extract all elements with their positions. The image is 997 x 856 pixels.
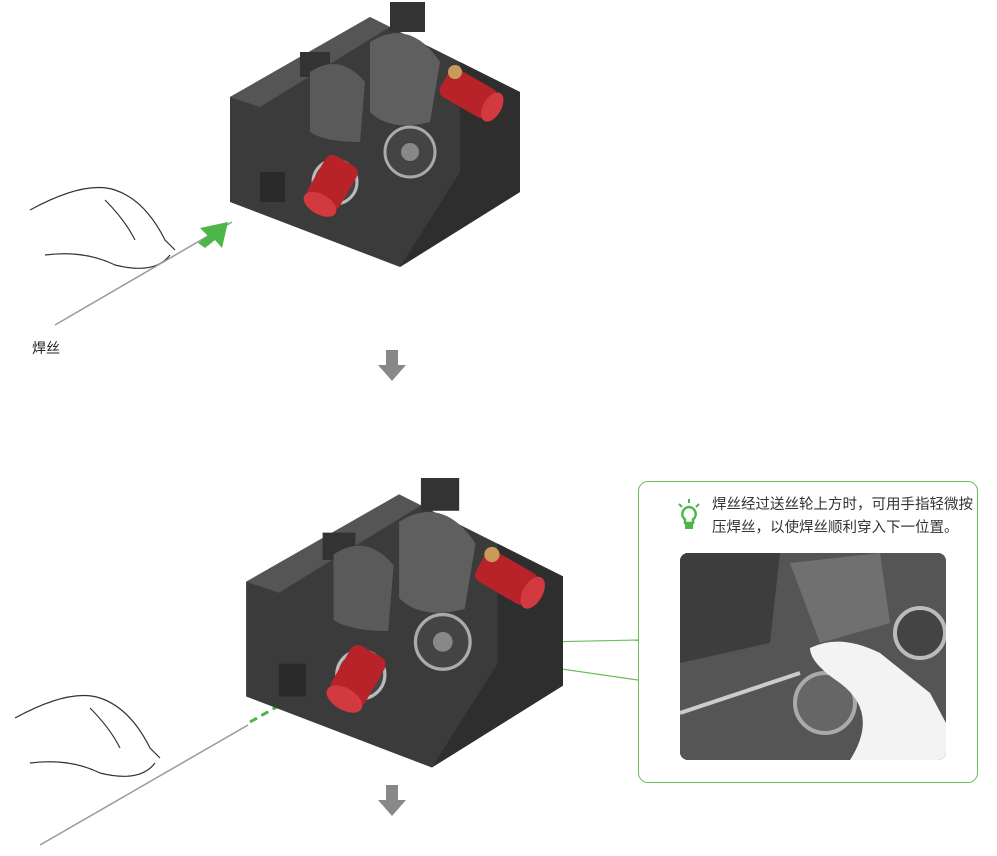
down-arrow-icon [378,350,406,381]
welding-wire-label: 焊丝 [32,341,60,357]
finger-press-closeup-photo [680,553,946,760]
hand-illustration-bottom [5,688,175,788]
wire-feeder-machine-bottom [235,478,585,773]
welding-wire-top [54,221,233,326]
welding-wire-bottom [39,724,249,846]
closeup-illustration [680,553,946,760]
green-arrow-icon [198,222,228,248]
lightbulb-icon [678,499,700,529]
down-arrow-icon [378,785,406,816]
tip-text: 焊丝经过送丝轮上方时，可用手指轻微按压焊丝，以使焊丝顺利穿入下一位置。 [712,497,973,536]
